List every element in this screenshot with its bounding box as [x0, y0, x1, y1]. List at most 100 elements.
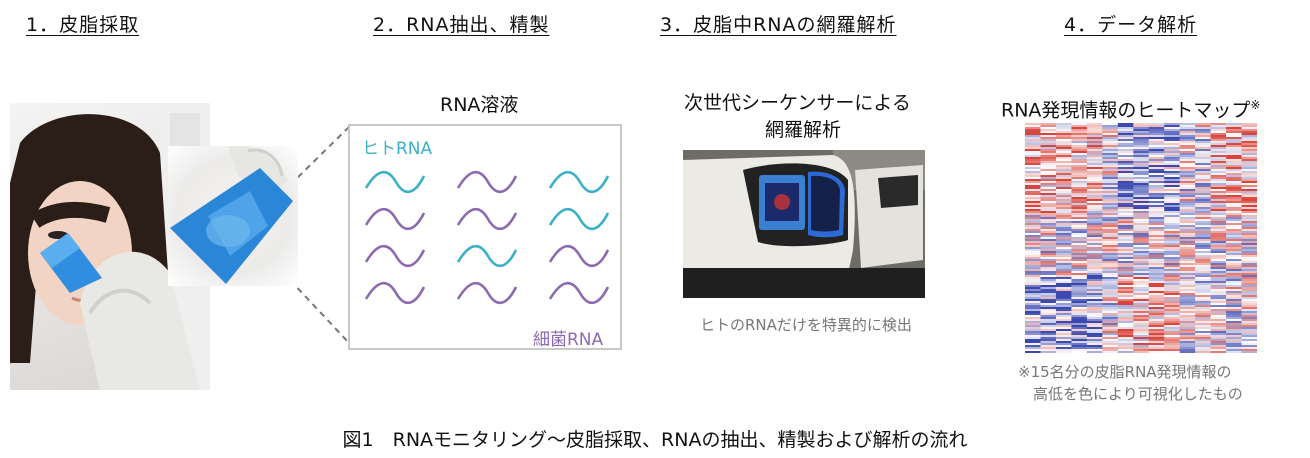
heatmap-cell — [1025, 225, 1041, 227]
heatmap-cell — [1102, 195, 1118, 197]
heatmap-cell — [1164, 277, 1180, 279]
heatmap-cell — [1226, 243, 1242, 245]
heatmap-cell — [1180, 137, 1196, 139]
heatmap-cell — [1056, 291, 1072, 293]
heatmap-cell — [1087, 317, 1103, 319]
heatmap-cell — [1025, 143, 1041, 145]
heatmap-cell — [1102, 347, 1118, 349]
heatmap-cell — [1149, 293, 1165, 295]
heatmap-cell — [1056, 223, 1072, 225]
heatmap-cell — [1226, 241, 1242, 243]
heatmap-cell — [1242, 181, 1257, 183]
heatmap-cell — [1025, 331, 1041, 333]
heatmap-cell — [1164, 253, 1180, 255]
heatmap-cell — [1133, 281, 1149, 283]
heatmap-cell — [1149, 249, 1165, 251]
heatmap-cell — [1056, 351, 1072, 353]
heatmap-cell — [1226, 151, 1242, 153]
heatmap-cell — [1056, 177, 1072, 179]
heatmap-cell — [1087, 323, 1103, 325]
heatmap-cell — [1118, 331, 1134, 333]
heatmap-cell — [1087, 171, 1103, 173]
heatmap-cell — [1195, 279, 1211, 281]
heatmap-cell — [1195, 273, 1211, 275]
heatmap-cell — [1040, 245, 1056, 247]
heatmap-cell — [1195, 351, 1211, 353]
heatmap-cell — [1149, 237, 1165, 239]
heatmap-cell — [1149, 325, 1165, 327]
heatmap-cell — [1226, 321, 1242, 323]
heatmap-cell — [1040, 249, 1056, 251]
heatmap-cell — [1195, 257, 1211, 259]
heatmap-cell — [1102, 241, 1118, 243]
heatmap-cell — [1056, 271, 1072, 273]
heatmap-cell — [1102, 179, 1118, 181]
heatmap-cell — [1242, 277, 1257, 279]
heatmap-cell — [1056, 175, 1072, 177]
heatmap-cell — [1180, 301, 1196, 303]
heatmap-cell — [1180, 191, 1196, 193]
heatmap-cell — [1118, 343, 1134, 345]
heatmap-cell — [1118, 209, 1134, 211]
heatmap-cell — [1164, 185, 1180, 187]
heatmap-cell — [1118, 241, 1134, 243]
heatmap-cell — [1071, 191, 1087, 193]
heatmap-cell — [1087, 209, 1103, 211]
heatmap-cell — [1025, 157, 1041, 159]
heatmap-cell — [1071, 317, 1087, 319]
heatmap-cell — [1180, 157, 1196, 159]
heatmap-cell — [1071, 351, 1087, 353]
heatmap-cell — [1040, 291, 1056, 293]
heatmap-cell — [1242, 259, 1257, 261]
heatmap-cell — [1056, 181, 1072, 183]
heatmap-cell — [1149, 145, 1165, 147]
heatmap-cell — [1025, 253, 1041, 255]
heatmap-cell — [1071, 347, 1087, 349]
heatmap-cell — [1164, 319, 1180, 321]
heatmap-cell — [1195, 307, 1211, 309]
heatmap-cell — [1056, 241, 1072, 243]
heatmap-cell — [1149, 277, 1165, 279]
heatmap-cell — [1164, 209, 1180, 211]
heatmap-cell — [1087, 167, 1103, 169]
heatmap-cell — [1133, 199, 1149, 201]
heatmap-cell — [1149, 213, 1165, 215]
step1-heading: 1．皮脂採取 — [26, 10, 139, 37]
heatmap-cell — [1226, 295, 1242, 297]
heatmap-cell — [1087, 335, 1103, 337]
heatmap-cell — [1071, 307, 1087, 309]
heatmap-cell — [1211, 187, 1227, 189]
heatmap-cell — [1226, 213, 1242, 215]
heatmap-cell — [1226, 163, 1242, 165]
heatmap-cell — [1118, 223, 1134, 225]
heatmap-cell — [1087, 145, 1103, 147]
heatmap-cell — [1226, 125, 1242, 127]
heatmap-cell — [1180, 289, 1196, 291]
heatmap-cell — [1025, 269, 1041, 271]
heatmap-cell — [1195, 345, 1211, 347]
heatmap-cell — [1164, 259, 1180, 261]
heatmap-cell — [1226, 345, 1242, 347]
heatmap-cell — [1025, 243, 1041, 245]
heatmap-cell — [1164, 255, 1180, 257]
heatmap-cell — [1118, 291, 1134, 293]
heatmap-cell — [1133, 225, 1149, 227]
heatmap-cell — [1025, 123, 1041, 125]
heatmap-cell — [1195, 211, 1211, 213]
heatmap-cell — [1133, 229, 1149, 231]
heatmap-cell — [1102, 141, 1118, 143]
heatmap-cell — [1242, 179, 1257, 181]
heatmap-cell — [1180, 147, 1196, 149]
heatmap-cell — [1071, 267, 1087, 269]
heatmap-cell — [1133, 227, 1149, 229]
heatmap-cell — [1025, 203, 1041, 205]
heatmap-cell — [1242, 207, 1257, 209]
heatmap-cell — [1195, 221, 1211, 223]
heatmap-cell — [1087, 291, 1103, 293]
heatmap-cell — [1133, 125, 1149, 127]
heatmap-cell — [1102, 153, 1118, 155]
heatmap-cell — [1149, 329, 1165, 331]
heatmap-cell — [1242, 301, 1257, 303]
heatmap-cell — [1226, 185, 1242, 187]
heatmap-cell — [1149, 269, 1165, 271]
